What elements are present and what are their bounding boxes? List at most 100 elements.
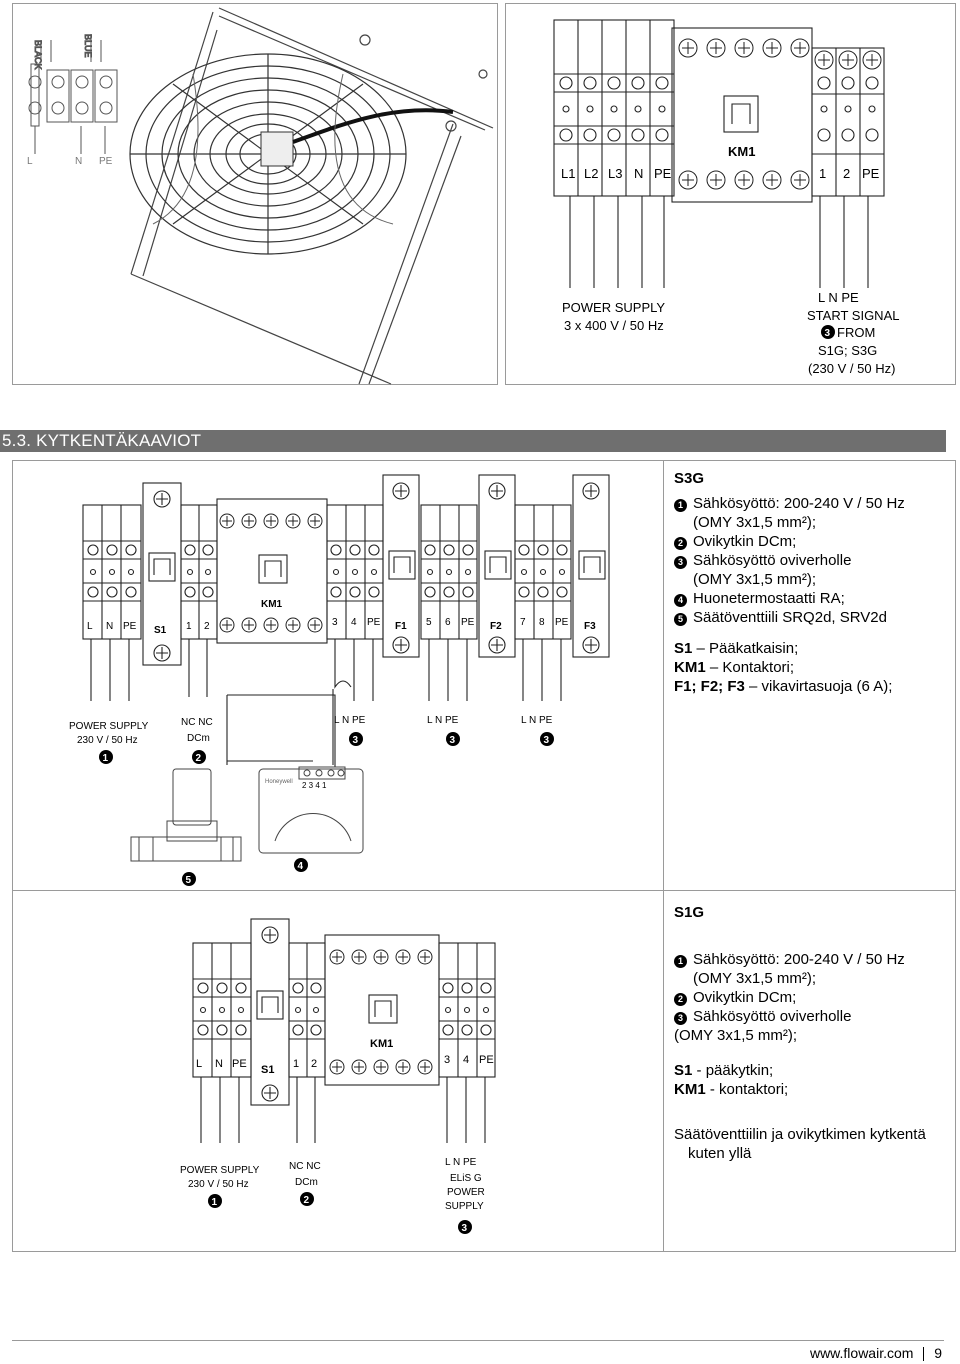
start-signal-lnpe: L N PE xyxy=(818,290,859,305)
legend-text: Sähkösyöttö: 200-240 V / 50 Hz xyxy=(693,951,905,968)
s3g-terminal-1: 1 xyxy=(186,621,192,632)
s1g-elis-lnpe: L N PE xyxy=(445,1157,477,1168)
start-signal-num: 3 xyxy=(825,328,831,339)
number-3-badge xyxy=(446,732,460,746)
thermostat-terminals: 2 3 4 1 xyxy=(302,781,327,790)
abbr-key: S1 xyxy=(674,640,693,657)
legend-text: Sähkösyöttö oviverholle xyxy=(693,1008,852,1025)
abbr-key: S1 xyxy=(674,1062,693,1079)
s1g-power-value: 230 V / 50 Hz xyxy=(188,1179,249,1190)
s1g-terminal-3: 3 xyxy=(444,1054,450,1066)
s3g-s1-label: S1 xyxy=(154,625,167,636)
s1g-title: S1G xyxy=(674,904,705,921)
thermostat-drawing xyxy=(258,766,364,854)
fan-terminal-l: L xyxy=(27,156,33,167)
s3g-terminal-pe2: PE xyxy=(367,617,381,628)
terminal-2: 2 xyxy=(843,166,850,181)
number-5-badge xyxy=(182,872,196,886)
s1g-num-3: 3 xyxy=(462,1223,468,1234)
footer: www.flowair.com 9 xyxy=(809,1345,942,1362)
s1g-diagram-frame: L N PE S1 1 2 KM1 3 4 PE POWER SUPPLY 23… xyxy=(12,890,664,1252)
start-signal-voltage: (230 V / 50 Hz) xyxy=(808,361,895,376)
s1g-legend-1b: (OMY 3x1,5 mm²); xyxy=(674,969,926,988)
start-signal-source: S1G; S3G xyxy=(818,343,877,358)
power-supply-value: 3 x 400 V / 50 Hz xyxy=(564,318,664,333)
s1g-terminal-l: L xyxy=(196,1058,202,1070)
number-3-badge xyxy=(821,325,835,339)
s3g-num-3c: 3 xyxy=(544,735,550,746)
s1g-legend-3b: (OMY 3x1,5 mm²); xyxy=(674,1026,926,1045)
s3g-legend-3: 3 Sähkösyöttö oviverholle xyxy=(674,551,905,570)
s3g-legend-3b: (OMY 3x1,5 mm²); xyxy=(674,570,905,589)
terminal-1: 1 xyxy=(819,166,826,181)
start-signal-from: FROM xyxy=(837,325,875,340)
abbr-key: F1; F2; F3 xyxy=(674,678,745,695)
page-number: 9 xyxy=(934,1345,942,1361)
s3g-abbr-3: F1; F2; F3 – vikavirtasuoja (6 A); xyxy=(674,677,905,696)
s3g-terminal-n: N xyxy=(106,621,113,632)
three-phase-wiring: L1 L2 L3 N PE KM1 1 2 PE POWER SUPPLY 3 … xyxy=(553,19,899,376)
legend-text: Ovikytkin DCm; xyxy=(693,989,797,1006)
badge-num: 2 xyxy=(674,993,687,1006)
s1g-elis-supply: SUPPLY xyxy=(445,1201,484,1212)
legend-text: Sähkösyöttö oviverholle xyxy=(693,552,852,569)
s1g-elis-power: POWER xyxy=(447,1187,485,1198)
s3g-num-2: 2 xyxy=(196,753,202,764)
s3g-abbr-2: KM1 – Kontaktori; xyxy=(674,658,905,677)
footer-url[interactable]: www.flowair.com xyxy=(809,1345,914,1361)
terminal-l1: L1 xyxy=(561,166,575,181)
terminal-pe: PE xyxy=(654,166,672,181)
s3g-terminal-7: 7 xyxy=(520,617,526,628)
legend-text: Huonetermostaatti RA; xyxy=(693,590,845,607)
s3g-km1-label: KM1 xyxy=(261,599,283,610)
s1g-terminal-pe: PE xyxy=(232,1058,247,1070)
s1g-elis-name: ELiS G xyxy=(450,1173,482,1184)
number-2-badge xyxy=(300,1192,314,1206)
s3g-num-3b: 3 xyxy=(450,735,456,746)
s3g-terminal-pe3: PE xyxy=(461,617,475,628)
valve-drawing xyxy=(130,768,242,862)
legend-text: Sähkösyöttö: 200-240 V / 50 Hz xyxy=(693,495,905,512)
legend-text: (OMY 3x1,5 mm²); xyxy=(674,1027,798,1044)
km1-label: KM1 xyxy=(728,144,755,159)
section-header-bar xyxy=(0,430,946,452)
number-2-badge xyxy=(192,750,206,764)
fan-terminal-pe: PE xyxy=(99,156,113,167)
number-3-badge xyxy=(540,732,554,746)
fan-terminal-n: N xyxy=(75,156,82,167)
s1g-num-2: 2 xyxy=(304,1195,310,1206)
s3g-terminal-4: 4 xyxy=(351,617,357,628)
s3g-num-1: 1 xyxy=(103,753,109,764)
s3g-abbr-1: S1 – Pääkatkaisin; xyxy=(674,639,905,658)
s3g-power-supply: POWER SUPPLY xyxy=(69,721,149,732)
legend-text: Säätöventtiili SRQ2d, SRV2d xyxy=(693,609,887,626)
abbr-text: – vikavirtasuoja (6 A); xyxy=(744,678,893,695)
s3g-num-3a: 3 xyxy=(353,735,359,746)
terminal-l2: L2 xyxy=(584,166,598,181)
s1g-note-line1: Säätöventtiilin ja ovikytkimen kytkentä xyxy=(674,1126,926,1143)
footer-rule xyxy=(12,1340,944,1341)
abbr-text: – Kontaktori; xyxy=(705,659,795,676)
number-3-badge xyxy=(349,732,363,746)
terminal-signal-pe: PE xyxy=(862,166,880,181)
s3g-power-value: 230 V / 50 Hz xyxy=(77,735,138,746)
fan-photo-frame: BLACK BLUE L N PE xyxy=(12,3,498,385)
number-4-badge xyxy=(294,858,308,872)
s1g-s1-label: S1 xyxy=(261,1064,274,1076)
s3g-terminal-3: 3 xyxy=(332,617,338,628)
abbr-text: – Pääkatkaisin; xyxy=(692,640,799,657)
s3g-f3-label: F3 xyxy=(584,621,596,632)
terminal-l3: L3 xyxy=(608,166,622,181)
badge-num: 3 xyxy=(674,556,687,569)
s3g-terminal-pe4: PE xyxy=(555,617,569,628)
blue-wire-label: BLUE xyxy=(83,34,93,58)
s1g-abbr-1: S1 - pääkytkin; xyxy=(674,1061,926,1080)
s1g-terminal-4: 4 xyxy=(463,1054,469,1066)
s1g-dcm-label: DCm xyxy=(295,1177,318,1188)
s3g-out3-lnpe: L N PE xyxy=(521,715,553,726)
s3g-diagram-frame: L N PE S1 1 2 KM1 3 4 PE F1 5 6 PE F2 7 … xyxy=(12,460,664,892)
